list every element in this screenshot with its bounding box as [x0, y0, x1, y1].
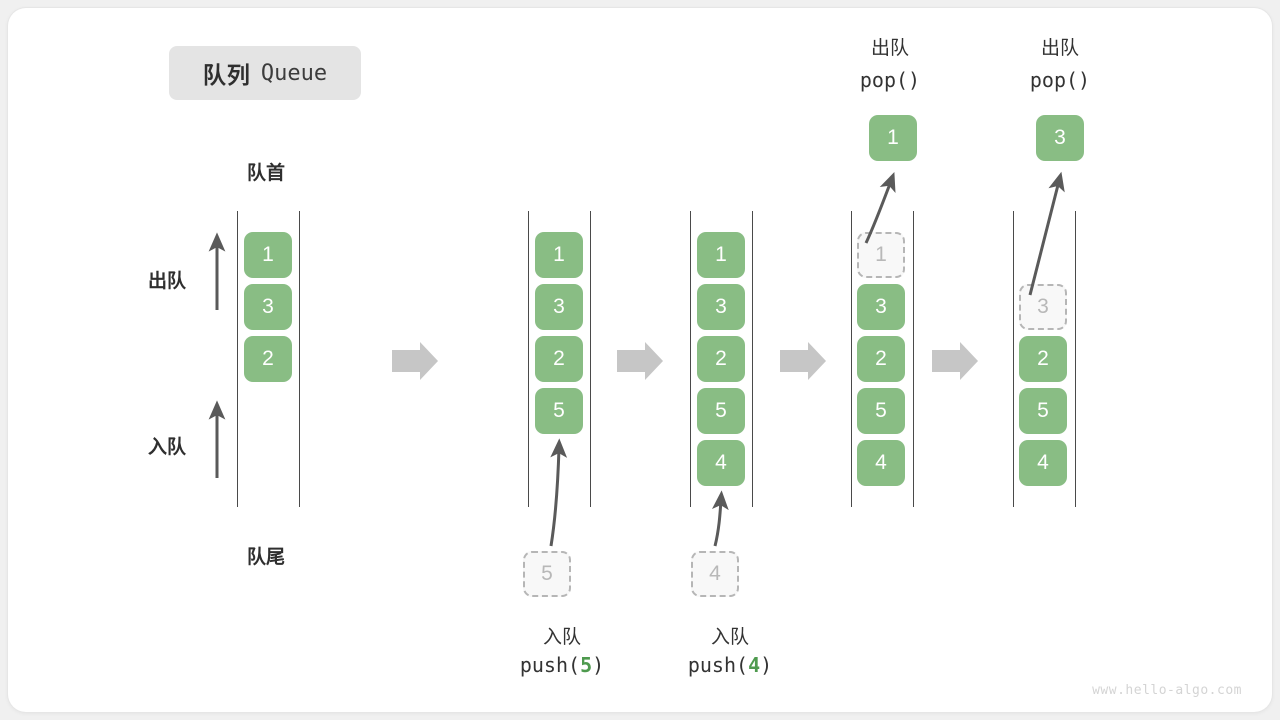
push-4-suffix: ) [760, 653, 773, 677]
queue-cell: 4 [1019, 440, 1067, 486]
queue-cell-ghost: 3 [1019, 284, 1067, 330]
rail-right-stage-3 [752, 211, 753, 507]
caption-enqueue-4-code: push(4) [688, 653, 772, 677]
rail-right-stage-2 [590, 211, 591, 507]
watermark: www.hello-algo.com [1092, 683, 1242, 698]
caption-enqueue-5-cn: 入队 [542, 627, 582, 648]
caption-dequeue-3-code: pop() [1029, 68, 1091, 92]
rail-left-stage-3 [690, 211, 691, 507]
caption-enqueue-5-code: push(5) [520, 653, 604, 677]
queue-cell: 4 [857, 440, 905, 486]
queue-cell: 3 [535, 284, 583, 330]
label-queue-front: 队首 [246, 163, 286, 184]
queue-cell: 2 [1019, 336, 1067, 382]
push-5-prefix: push( [519, 653, 581, 677]
queue-cell: 4 [697, 440, 745, 486]
caption-dequeue-1-code: pop() [859, 68, 921, 92]
queue-cell: 2 [697, 336, 745, 382]
queue-cell: 2 [535, 336, 583, 382]
label-queue-rear: 队尾 [246, 547, 286, 568]
queue-cell: 3 [857, 284, 905, 330]
rail-left-stage-2 [528, 211, 529, 507]
rail-right-stage-4 [913, 211, 914, 507]
diagram-title-chip: 队列 Queue [169, 46, 361, 100]
queue-cell: 1 [535, 232, 583, 278]
rail-left-stage-4 [851, 211, 852, 507]
diagram-board [8, 8, 1272, 712]
queue-cell: 1 [697, 232, 745, 278]
incoming-ghost-cell: 4 [691, 551, 739, 597]
popped-cell: 3 [1036, 115, 1084, 161]
queue-cell: 5 [857, 388, 905, 434]
queue-cell: 3 [244, 284, 292, 330]
push-4-prefix: push( [687, 653, 749, 677]
push-4-value: 4 [748, 653, 761, 677]
caption-dequeue-3-cn: 出队 [1040, 38, 1080, 59]
rail-right-stage-5 [1075, 211, 1076, 507]
queue-cell: 3 [697, 284, 745, 330]
rail-left-stage-5 [1013, 211, 1014, 507]
caption-dequeue-1-cn: 出队 [870, 38, 910, 59]
label-enqueue-direction: 入队 [148, 437, 187, 458]
rail-left-stage-1 [237, 211, 238, 507]
queue-cell: 5 [1019, 388, 1067, 434]
title-english: Queue [260, 60, 328, 86]
push-5-suffix: ) [592, 653, 605, 677]
queue-cell: 2 [244, 336, 292, 382]
queue-cell: 1 [244, 232, 292, 278]
caption-enqueue-4-cn: 入队 [710, 627, 750, 648]
label-dequeue-direction: 出队 [148, 271, 187, 292]
rail-right-stage-1 [299, 211, 300, 507]
title-chinese: 队列 [202, 62, 251, 88]
queue-cell: 5 [535, 388, 583, 434]
popped-cell: 1 [869, 115, 917, 161]
push-5-value: 5 [580, 653, 593, 677]
queue-cell: 5 [697, 388, 745, 434]
incoming-ghost-cell: 5 [523, 551, 571, 597]
queue-cell-ghost: 1 [857, 232, 905, 278]
queue-cell: 2 [857, 336, 905, 382]
